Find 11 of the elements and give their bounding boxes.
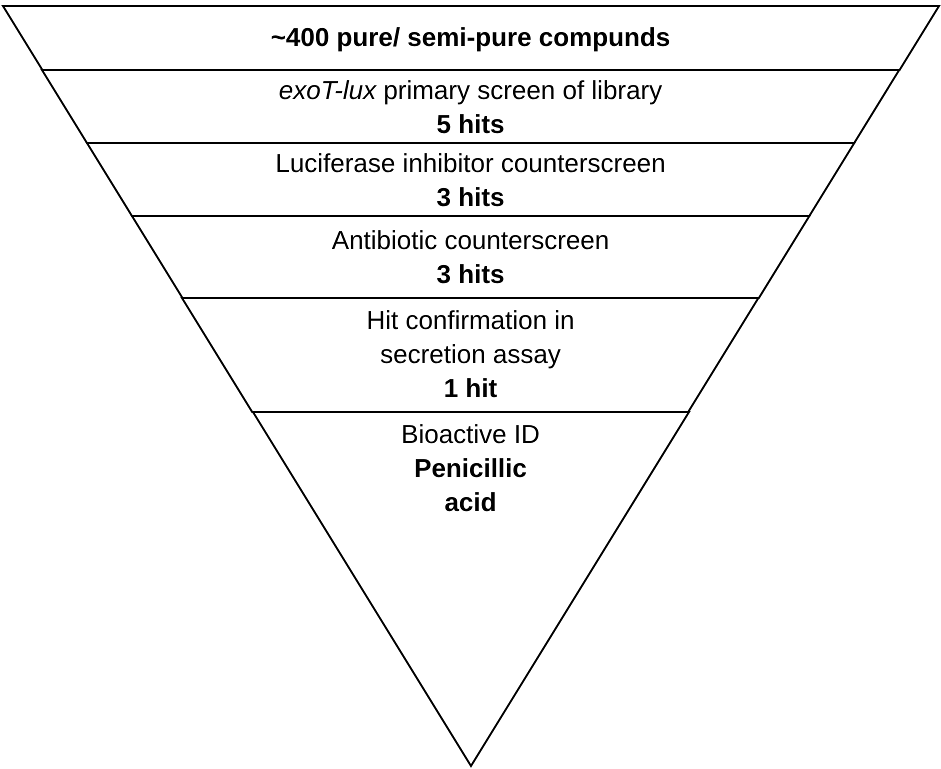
stage-label: exoT-lux primary screen of library bbox=[278, 74, 662, 107]
stage-result: 3 hits bbox=[436, 258, 504, 291]
stage-result: 5 hits bbox=[436, 108, 504, 141]
stage-label: Antibiotic counterscreen bbox=[332, 224, 610, 257]
stage-label: ~400 pure/ semi-pure compunds bbox=[270, 21, 670, 54]
stage-label: Bioactive ID bbox=[401, 418, 540, 451]
stage-result: Penicillic acid bbox=[413, 452, 528, 519]
stage-label: Luciferase inhibitor counterscreen bbox=[275, 147, 666, 180]
stage-result: 3 hits bbox=[436, 181, 504, 214]
stage-result: 1 hit bbox=[444, 372, 498, 405]
stage-label: Hit confirmation in secretion assay bbox=[365, 304, 576, 371]
